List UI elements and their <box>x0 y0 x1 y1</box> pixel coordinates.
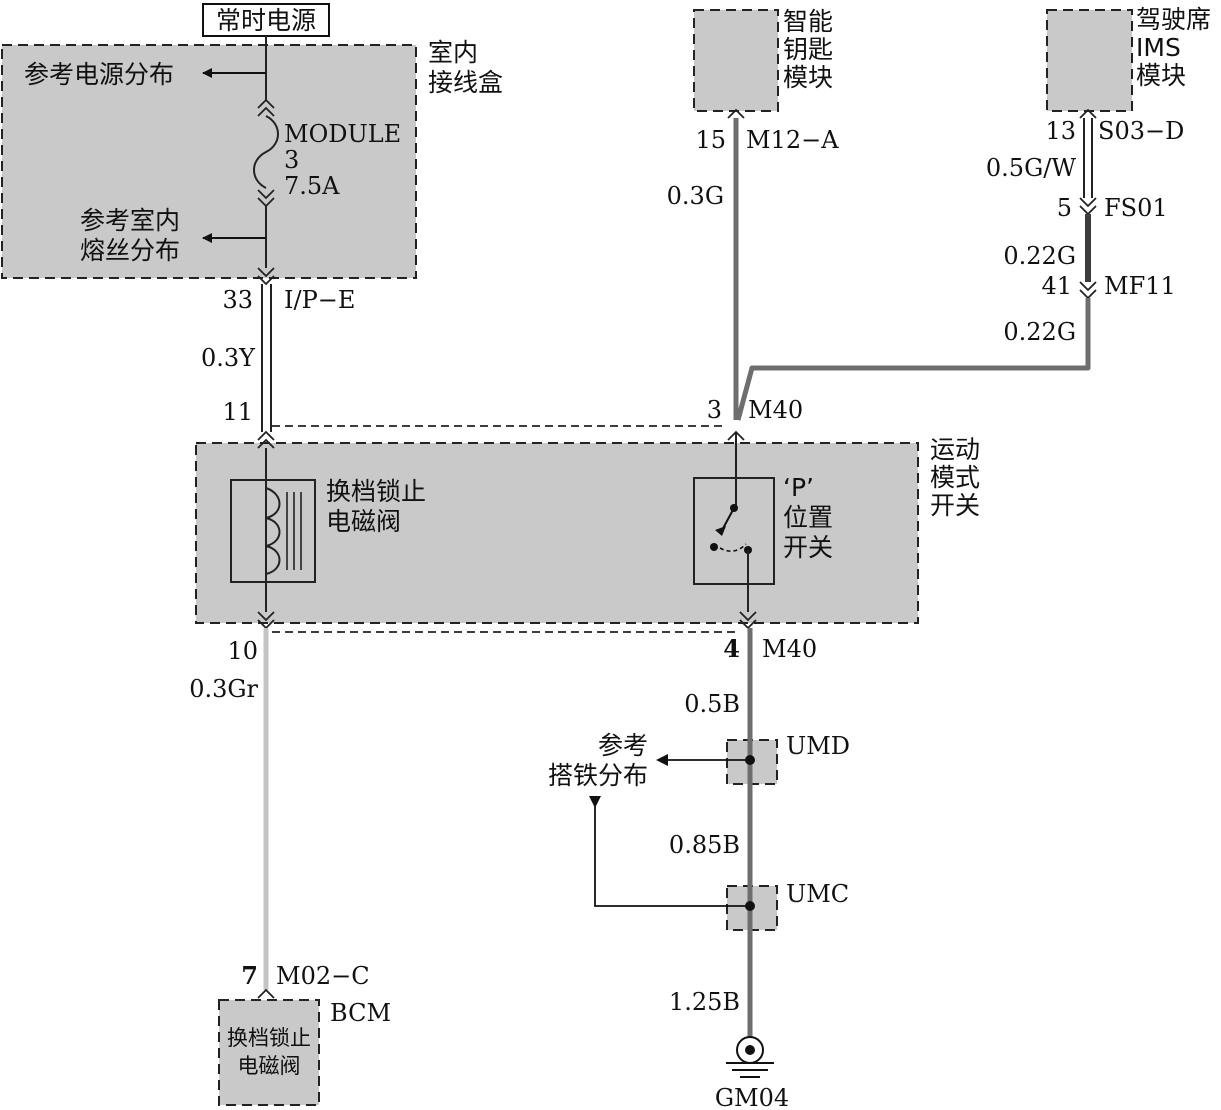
wire-label-0-3gr: 0.3Gr <box>189 675 258 703</box>
sport-mode-switch-name: 运动模式开关 <box>930 435 980 520</box>
svg-text:参考搭铁分布: 参考搭铁分布 <box>548 731 648 790</box>
umd-label: UMD <box>786 732 850 760</box>
p-switch-travel-arc <box>719 543 747 552</box>
mf11-connector-label: MF11 <box>1104 272 1176 300</box>
wire-label-0-22g-lower: 0.22G <box>1003 318 1076 346</box>
bcm-pin: 7 <box>241 961 258 990</box>
fuse-top-chevron <box>257 98 275 117</box>
bcm-box <box>218 999 320 1106</box>
p-switch-blade-arrow <box>715 526 726 536</box>
wire-label-0-85b: 0.85B <box>669 831 740 859</box>
fuse-number: 3 <box>284 146 299 174</box>
sport-mode-switch-box <box>195 442 919 624</box>
power-source-box <box>202 3 330 37</box>
p-switch-frame <box>693 477 775 585</box>
bcm-connector-label: M02−C <box>276 962 370 990</box>
p-switch-contact-left <box>710 543 718 551</box>
wire-0-22g-lower <box>735 298 1091 421</box>
power-source-label: 常时电源 <box>216 6 316 35</box>
ref-ground-label: 参考搭铁分布 <box>548 731 648 790</box>
mf11-connector-chevron <box>1079 281 1097 300</box>
ground-terminal-label: GM04 <box>715 1084 789 1110</box>
bcm-name: BCM <box>330 999 391 1027</box>
m40-bottom-label: M40 <box>762 635 817 663</box>
p-switch-label: ‘P’位置开关 <box>783 473 833 562</box>
s03d-connector-chevron <box>1079 108 1097 119</box>
wire-label-0-5b: 0.5B <box>684 690 740 718</box>
m12a-connector-label: M12−A <box>746 126 839 154</box>
fs01-connector-chevron <box>1079 197 1097 216</box>
junction-box-name: 室内接线盒 <box>428 38 503 97</box>
ref-power-label: 参考电源分布 <box>24 60 174 89</box>
umc-label: UMC <box>786 880 849 908</box>
wire-label-0-22g-upper: 0.22G <box>1003 242 1076 270</box>
wire-label-0-5gw: 0.5G/W <box>986 154 1076 182</box>
fuse-icon <box>253 115 279 189</box>
ims-module-box <box>1046 9 1133 112</box>
svg-text:换档锁止电磁阀: 换档锁止电磁阀 <box>326 477 426 536</box>
wire-label-0-3y: 0.3Y <box>201 344 256 372</box>
pin11-connector-chevron <box>257 430 275 449</box>
smart-key-module-box <box>693 9 779 112</box>
bcm-content: 换档锁止电磁阀 <box>227 1026 311 1078</box>
svg-text:参考室内熔丝分布: 参考室内熔丝分布 <box>80 206 180 265</box>
wire-label-1-25b: 1.25B <box>669 988 740 1016</box>
bcm-connector-chevron <box>257 988 275 999</box>
ref-ground-arrow-umc <box>589 796 601 808</box>
m40-pin-4: 4 <box>723 634 740 663</box>
fuse-name: MODULE <box>284 120 401 148</box>
ref-ground-line-umc <box>594 800 750 907</box>
m12a-pin: 15 <box>695 126 726 154</box>
ref-ground-arrow-umd <box>656 754 668 766</box>
svg-text:室内接线盒: 室内接线盒 <box>428 38 503 97</box>
fs01-pin: 5 <box>1057 194 1072 222</box>
ref-fuse-label: 参考室内熔丝分布 <box>80 206 180 265</box>
m12a-connector-chevron <box>727 108 745 119</box>
s03d-pin: 13 <box>1045 117 1076 145</box>
ipe-pin: 33 <box>222 286 253 314</box>
ground-terminal-dot <box>745 1045 755 1055</box>
mf11-pin: 41 <box>1041 272 1072 300</box>
s03d-connector-label: S03−D <box>1098 117 1184 145</box>
solenoid-coil-icon <box>265 487 281 575</box>
ipe-connector-chevron <box>257 267 275 286</box>
fuse-rating: 7.5A <box>284 172 340 200</box>
svg-text:换档锁止电磁阀: 换档锁止电磁阀 <box>227 1026 311 1078</box>
wire-label-0-3g: 0.3G <box>667 182 724 210</box>
svg-text:‘P’位置开关: ‘P’位置开关 <box>783 473 833 562</box>
switch-pin-11: 11 <box>222 398 253 426</box>
ipe-connector-label: I/P−E <box>284 286 355 314</box>
smart-key-module-name: 智能钥匙模块 <box>783 7 833 92</box>
fs01-connector-label: FS01 <box>1104 194 1168 222</box>
solenoid-label: 换档锁止电磁阀 <box>326 477 426 536</box>
m40-pin-3: 3 <box>707 396 722 424</box>
svg-text:运动模式开关: 运动模式开关 <box>930 435 980 520</box>
switch-pin-10: 10 <box>227 637 258 665</box>
solenoid-frame <box>230 479 316 583</box>
svg-text:智能钥匙模块: 智能钥匙模块 <box>783 7 833 92</box>
m40-top-label: M40 <box>748 396 803 424</box>
